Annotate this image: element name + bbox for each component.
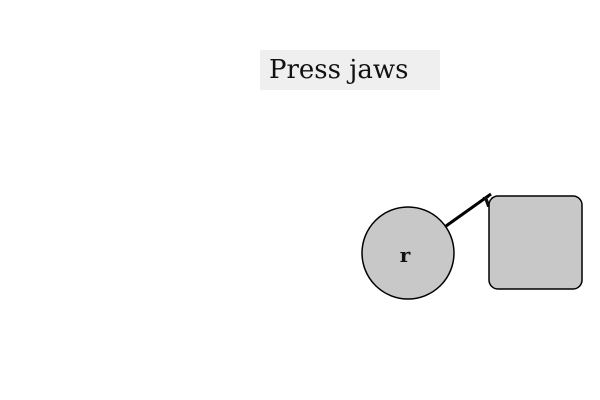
jaw-connector-line[interactable] — [445, 192, 492, 228]
circle-label: r — [400, 243, 411, 267]
circle-body[interactable] — [361, 206, 455, 300]
circle-shape[interactable]: r — [361, 206, 455, 300]
instruction-text: Press jaws — [269, 55, 409, 85]
square-shape[interactable] — [488, 195, 583, 290]
instruction-banner: Press jaws — [260, 50, 440, 90]
